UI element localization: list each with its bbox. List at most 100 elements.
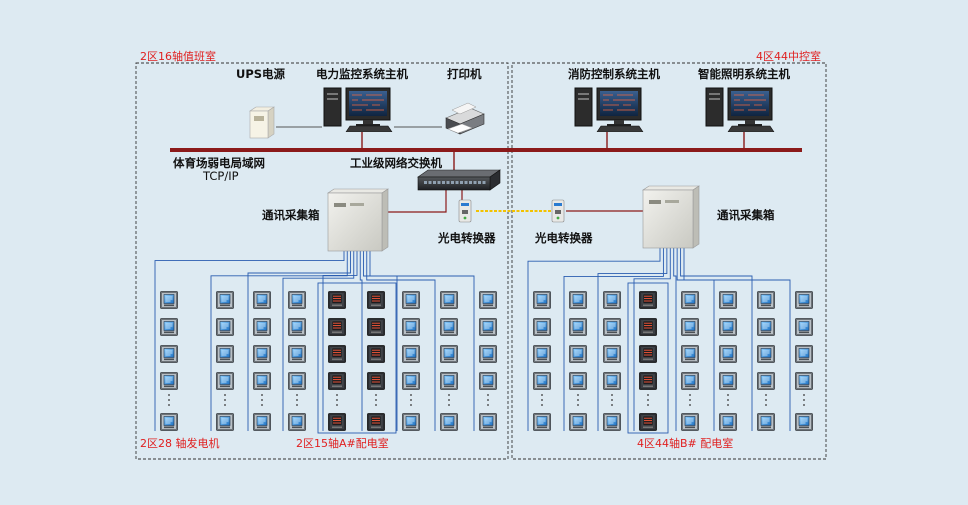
left-meter-column	[396, 285, 420, 431]
power-meter-icon	[253, 345, 271, 363]
power-meter-icon	[160, 345, 178, 363]
power-meter-icon	[533, 291, 551, 309]
power-meter-icon	[639, 372, 657, 390]
power-meter-icon	[440, 318, 458, 336]
right-meter-column	[563, 285, 587, 431]
ellipsis-dot	[375, 399, 377, 401]
right-meter-column	[789, 285, 813, 431]
power-meter-icon	[402, 413, 420, 431]
power-meter-icon	[681, 372, 699, 390]
power-meter-icon	[440, 345, 458, 363]
power-meter-icon	[253, 413, 271, 431]
power-meter-icon	[328, 345, 346, 363]
power-meter-icon	[681, 413, 699, 431]
ellipsis-dot	[168, 399, 170, 401]
printer-icon	[445, 102, 485, 135]
power-meter-icon	[479, 318, 497, 336]
power-meter-icon	[795, 345, 813, 363]
ellipsis-dot	[647, 399, 649, 401]
fire-control-host-label: 消防控制系统主机	[568, 67, 660, 81]
power-meter-icon	[440, 413, 458, 431]
power-meter-icon	[253, 372, 271, 390]
power-meter-icon	[328, 372, 346, 390]
lan-protocol-label: TCP/IP	[203, 169, 239, 183]
power-meter-icon	[569, 372, 587, 390]
ellipsis-dot	[689, 399, 691, 401]
zone-frames	[135, 62, 827, 460]
comm-box-right-icon	[642, 185, 700, 249]
ellipsis-dot	[541, 404, 543, 406]
power-meter-icon	[479, 372, 497, 390]
right-meter-column	[597, 285, 621, 431]
left-zone-frame	[135, 62, 509, 460]
converter-left-icon	[458, 199, 472, 223]
ellipsis-dot	[261, 399, 263, 401]
dist-a-group-frame	[317, 282, 397, 434]
power-meter-icon	[719, 291, 737, 309]
power-meter-icon	[569, 291, 587, 309]
meter-grid	[154, 285, 813, 431]
ellipsis-dot	[448, 399, 450, 401]
ups-icon	[249, 106, 275, 139]
left-zone-title: 2区16轴值班室	[140, 50, 216, 63]
left-meter-column	[154, 285, 178, 431]
left-rs485-line	[359, 251, 363, 285]
ellipsis-dot	[296, 399, 298, 401]
right-rs485-line	[527, 248, 661, 285]
power-monitor-host-label: 电力监控系统主机	[316, 67, 408, 81]
right-rs485-line	[597, 248, 668, 285]
power-meter-icon	[479, 345, 497, 363]
ellipsis-dot	[689, 404, 691, 406]
power-meter-icon	[719, 345, 737, 363]
power-meter-icon	[440, 291, 458, 309]
power-meter-icon	[160, 372, 178, 390]
power-meter-icon	[328, 291, 346, 309]
right-rs485-line	[676, 248, 715, 285]
power-meter-icon	[795, 291, 813, 309]
power-meter-icon	[533, 413, 551, 431]
ellipsis-dot	[336, 404, 338, 406]
network-switch-icon	[417, 169, 501, 191]
ellipsis-dot	[296, 404, 298, 406]
power-meter-icon	[328, 318, 346, 336]
ellipsis-dot	[765, 399, 767, 401]
power-meter-icon	[216, 318, 234, 336]
ellipsis-dot	[410, 399, 412, 401]
lighting-pc-icon	[705, 87, 775, 132]
dist-b-group-label: 4区44轴B# 配电室	[637, 437, 734, 450]
left-meter-column	[247, 285, 271, 431]
power-meter-icon	[681, 291, 699, 309]
printer-label: 打印机	[447, 67, 482, 81]
left-rs485-line	[210, 251, 348, 285]
right-meter-column	[527, 285, 551, 431]
ellipsis-dot	[168, 404, 170, 406]
power-meter-icon	[795, 318, 813, 336]
power-meter-icon	[328, 413, 346, 431]
converter-left-label: 光电转换器	[438, 231, 496, 245]
power-meter-icon	[639, 345, 657, 363]
ellipsis-dot	[803, 394, 805, 396]
power-meter-icon	[569, 413, 587, 431]
power-meter-icon	[160, 413, 178, 431]
power-monitor-pc-icon	[323, 87, 393, 132]
left-rs485-line	[247, 251, 351, 285]
power-meter-icon	[639, 291, 657, 309]
ellipsis-dot	[611, 394, 613, 396]
power-meter-icon	[288, 372, 306, 390]
right-zone-frame	[511, 62, 827, 460]
right-meter-column	[633, 285, 657, 431]
power-meter-icon	[795, 372, 813, 390]
ellipsis-dot	[647, 394, 649, 396]
ellipsis-dot	[410, 394, 412, 396]
ellipsis-dot	[261, 404, 263, 406]
power-meter-icon	[367, 372, 385, 390]
ellipsis-dot	[375, 394, 377, 396]
power-meter-icon	[288, 345, 306, 363]
ellipsis-dot	[577, 404, 579, 406]
ellipsis-dot	[375, 404, 377, 406]
ellipsis-dot	[296, 394, 298, 396]
ellipsis-dot	[727, 399, 729, 401]
left-rs485-line	[369, 251, 475, 285]
ellipsis-dot	[168, 394, 170, 396]
